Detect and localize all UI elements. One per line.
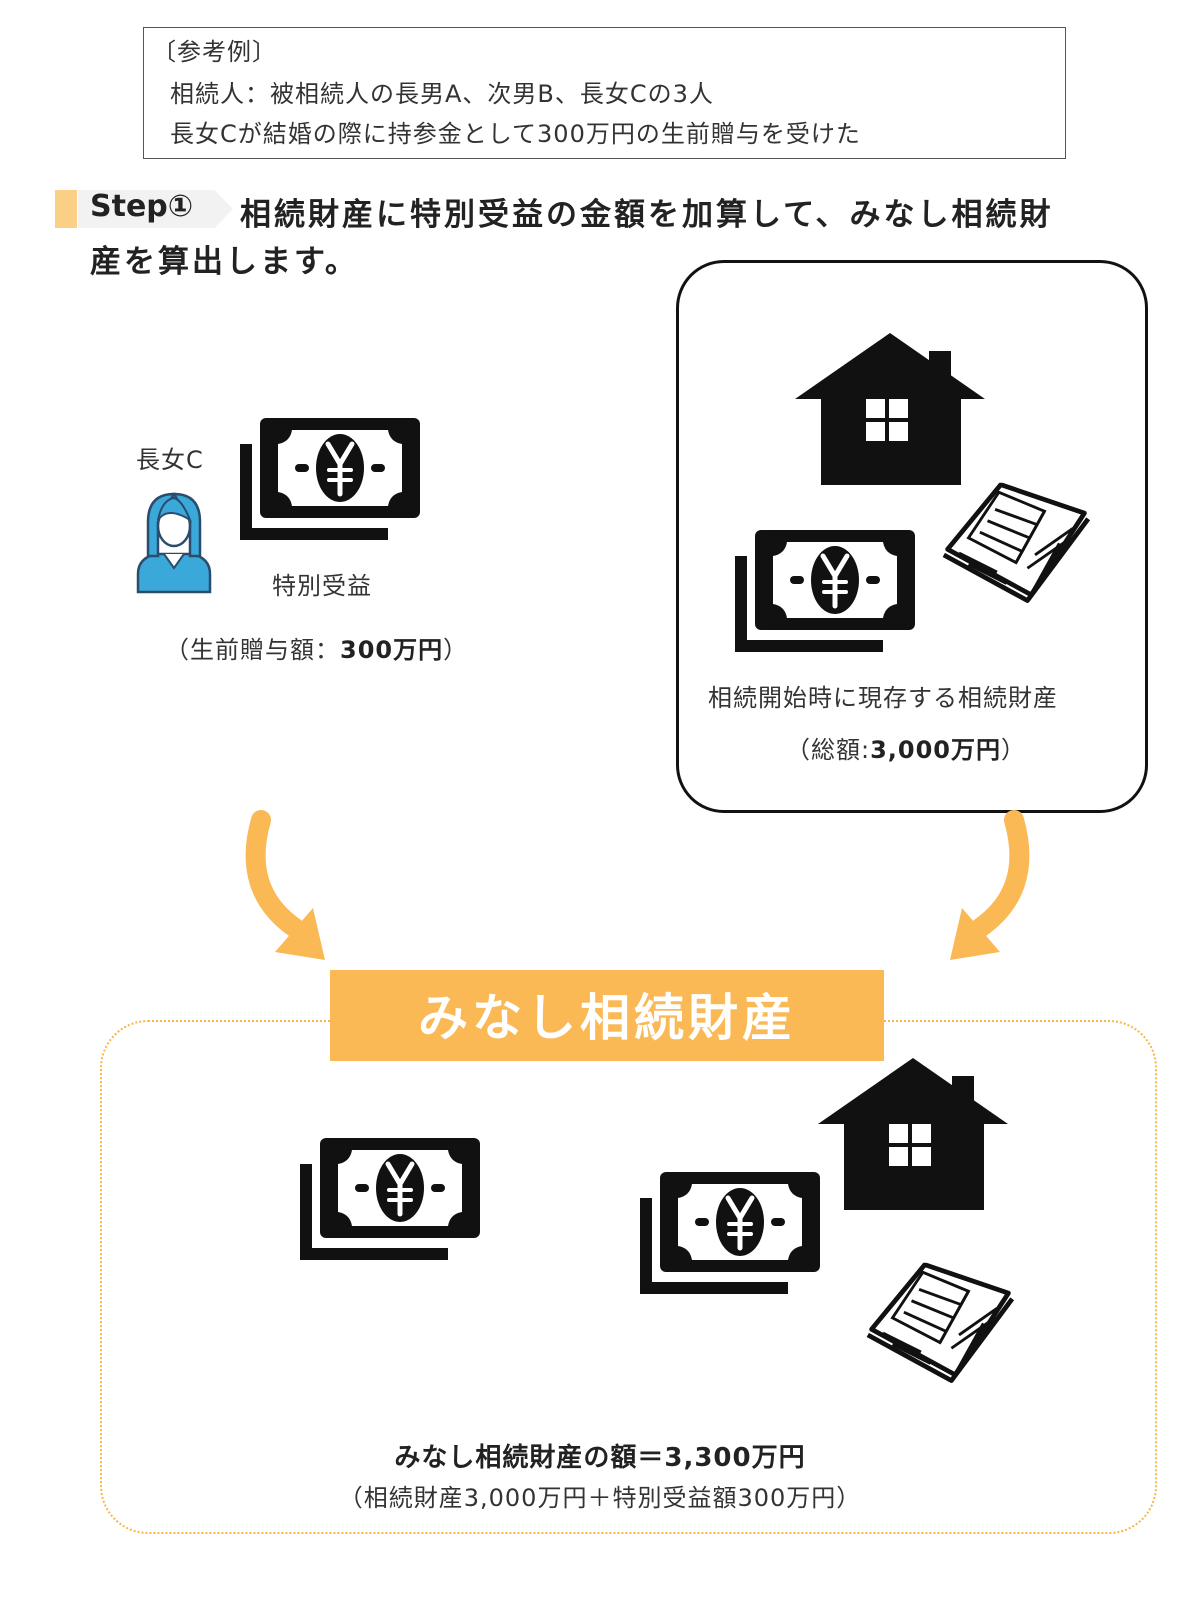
yen-banknote-icon bbox=[735, 530, 915, 652]
deemed-estate-breakdown: （相続財産3,000万円＋特別受益額300万円） bbox=[338, 1484, 862, 1512]
woman-avatar-icon bbox=[136, 492, 212, 594]
estate-amount-suffix: ） bbox=[1001, 736, 1027, 764]
yen-banknote-icon bbox=[240, 418, 420, 540]
gift-amount-prefix: （生前贈与額： bbox=[165, 636, 340, 664]
yen-banknote-icon bbox=[640, 1172, 820, 1294]
curved-arrow-icon bbox=[245, 810, 325, 960]
passbook-icon bbox=[940, 482, 1092, 607]
step-badge bbox=[78, 190, 233, 228]
estate-amount-value: 3,000万円 bbox=[870, 736, 1002, 764]
step-marker bbox=[55, 190, 77, 228]
step-label: Step① bbox=[90, 189, 194, 224]
step-text-line1: 相続財産に特別受益の金額を加算して、みなし相続財 bbox=[240, 197, 1054, 233]
deemed-estate-total: みなし相続財産の額＝3,300万円 bbox=[394, 1443, 806, 1473]
gift-amount-suffix: ） bbox=[443, 636, 469, 664]
example-heirs-line: 相続人：被相続人の長男A、次男B、長女Cの3人 bbox=[170, 80, 714, 108]
deemed-estate-title: みなし相続財産 bbox=[418, 989, 796, 1047]
existing-estate-box bbox=[676, 260, 1148, 813]
existing-estate-caption: 相続開始時に現存する相続財産 bbox=[708, 684, 1058, 712]
person-label: 長女C bbox=[136, 446, 204, 474]
passbook-icon bbox=[864, 1262, 1016, 1387]
yen-banknote-icon bbox=[300, 1138, 480, 1260]
example-box: 〔参考例〕 相続人：被相続人の長男A、次男B、長女Cの3人 長女Cが結婚の際に持… bbox=[143, 27, 1066, 159]
estate-amount-prefix: （総額: bbox=[786, 736, 871, 764]
example-title: 〔参考例〕 bbox=[152, 38, 277, 66]
step-text-line2: 産を算出します。 bbox=[90, 244, 359, 280]
gift-amount-value: 300万円 bbox=[340, 636, 444, 664]
gift-amount: （生前贈与額：300万円） bbox=[165, 630, 468, 665]
special-benefit-label: 特別受益 bbox=[272, 572, 372, 600]
example-gift-line: 長女Cが結婚の際に持参金として300万円の生前贈与を受けた bbox=[170, 120, 861, 148]
curved-arrow-icon bbox=[950, 810, 1030, 960]
house-icon bbox=[795, 333, 985, 485]
existing-estate-amount: （総額:3,000万円） bbox=[786, 730, 1026, 765]
deemed-estate-banner: みなし相続財産 bbox=[330, 970, 884, 1061]
house-icon bbox=[818, 1058, 1008, 1210]
